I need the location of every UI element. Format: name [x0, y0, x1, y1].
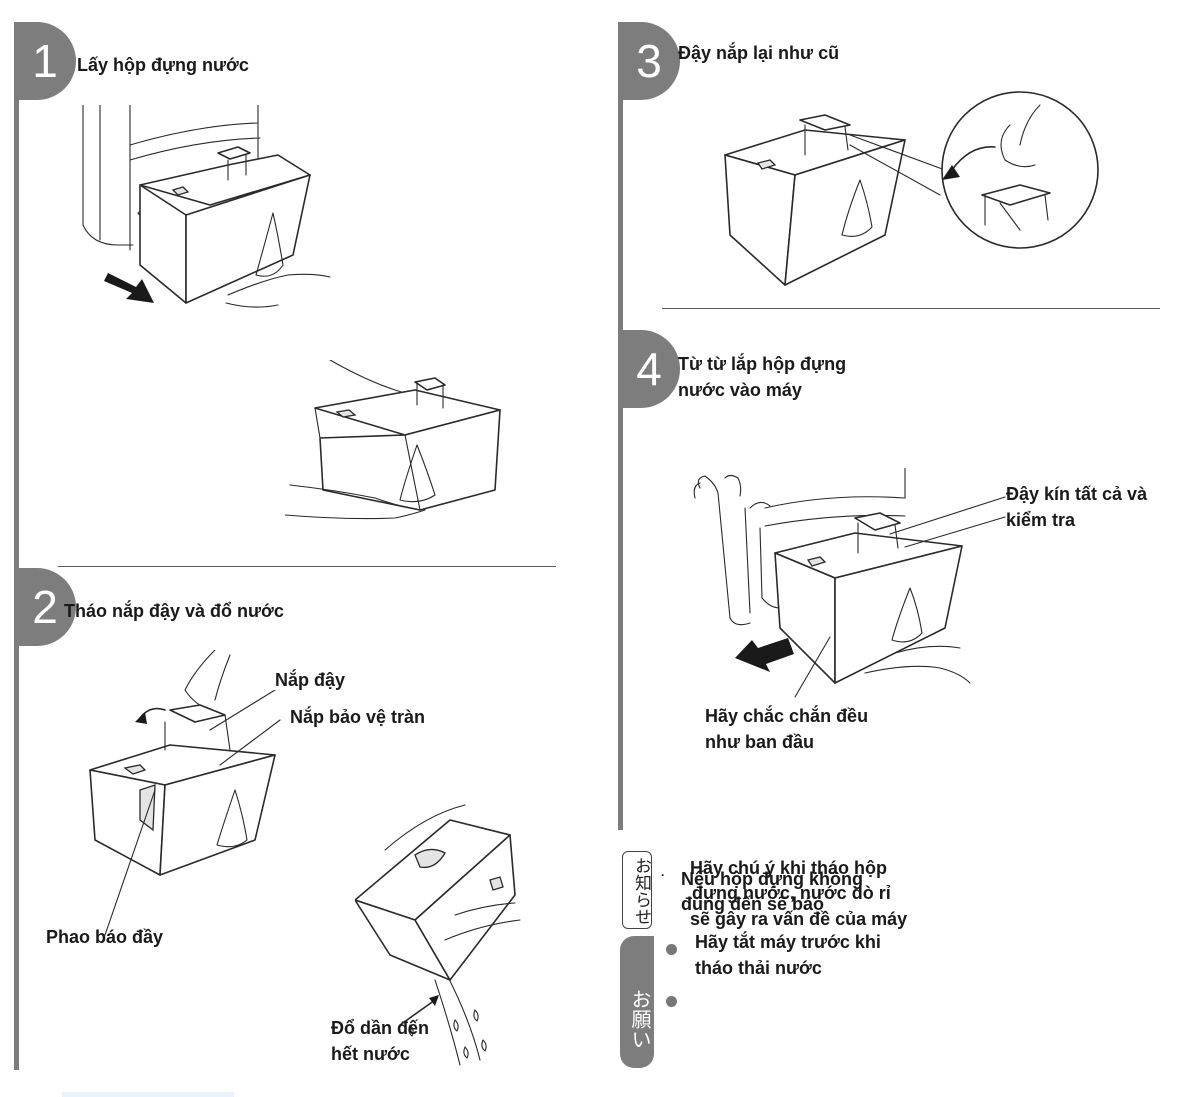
- step-4-title-1: Từ từ lắp hộp đựng: [678, 354, 847, 374]
- label-pour-1: Đổ dần đến: [331, 1018, 429, 1038]
- step-1-title: Lấy hộp đựng nước: [77, 55, 249, 75]
- step-3-badge: 3: [618, 22, 680, 100]
- label-firm-1: Hãy chắc chắn đều: [705, 706, 869, 726]
- page-bottom-tab: [62, 1092, 234, 1097]
- divider-step-3-4: [662, 308, 1160, 309]
- step-1-illustration-pull: [82, 105, 331, 308]
- divider-step-1-2: [58, 566, 556, 567]
- note-overlap-b-1: Nếu hộp đựng không: [681, 869, 864, 889]
- note-bullet-1-line2: tháo thải nước: [695, 958, 822, 978]
- note-overlap-a-2: đựng nước, nước dò rỉ: [692, 883, 891, 903]
- note-overlap-a-1: Hãy chú ý khi tháo hộp: [690, 858, 888, 878]
- label-firm-2: như ban đầu: [705, 732, 815, 752]
- step-2-illustration-open: [89, 650, 276, 876]
- note-bullet-1-line1: Hãy tắt máy trước khi: [695, 932, 881, 952]
- step-3-illustration: [724, 91, 1099, 286]
- step-4-badge: 4: [618, 330, 680, 408]
- notice-tab: お知らせ: [622, 851, 652, 929]
- label-overflow-cover: Nắp bảo vệ tràn: [290, 707, 426, 727]
- label-seal-2: kiểm tra: [1006, 510, 1076, 530]
- note-overlap-a-3: sẽ gây ra vấn đề của máy: [690, 909, 908, 929]
- step-1-badge: 1: [14, 22, 76, 100]
- step-2-pointer-lines: [104, 690, 281, 936]
- right-column-bar-upper: [618, 30, 623, 830]
- step-1-illustration-carry: [285, 360, 501, 520]
- bullet-1: [666, 944, 677, 955]
- step-2-badge: 2: [14, 568, 76, 646]
- step-4-pointer-lines: [794, 496, 1006, 698]
- pour-pointer-arrow: [399, 995, 439, 1026]
- step-2-title: Tháo nắp đậy và đổ nước: [64, 601, 284, 621]
- note-overlap-b-2: đúng đến sẽ báo: [681, 894, 825, 914]
- label-lid: Nắp đậy: [275, 670, 346, 690]
- bullet-2: [666, 996, 677, 1007]
- left-column-bar: [14, 30, 19, 1070]
- note-dot-mark: ·: [661, 868, 665, 882]
- label-pour-2: hết nước: [331, 1044, 410, 1064]
- step-4-illustration: [693, 468, 971, 684]
- step-3-title: Đậy nắp lại như cũ: [678, 43, 840, 63]
- step-4-title-2: nước vào máy: [678, 380, 802, 400]
- request-tab: お願い: [620, 936, 654, 1068]
- label-float: Phao báo đầy: [46, 927, 164, 947]
- step-2-illustration-pour: [355, 804, 521, 1066]
- label-seal-1: Đậy kín tất cả và: [1006, 484, 1148, 504]
